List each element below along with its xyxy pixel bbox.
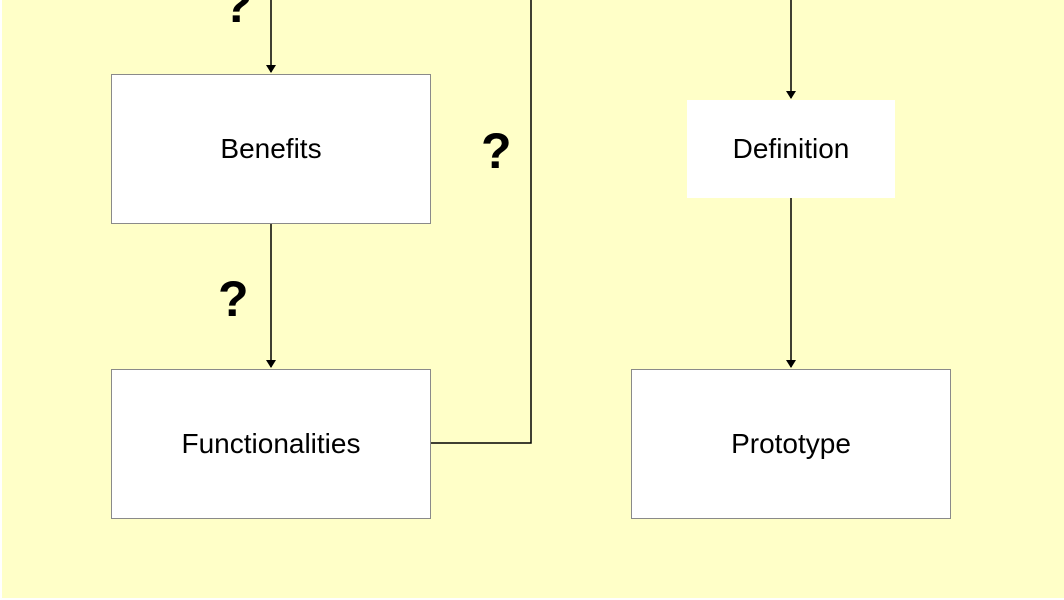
question-mark-right: ? — [481, 123, 512, 179]
prototype-box[interactable]: Prototype — [631, 369, 951, 519]
functionalities-box[interactable]: Functionalities — [111, 369, 431, 519]
connector-functionalities-up — [431, 0, 532, 444]
benefits-box[interactable]: Benefits — [111, 74, 431, 224]
definition-box[interactable]: Definition — [687, 100, 895, 198]
question-mark-middle: ? — [218, 271, 249, 327]
question-mark-top: ? — [222, 0, 253, 33]
